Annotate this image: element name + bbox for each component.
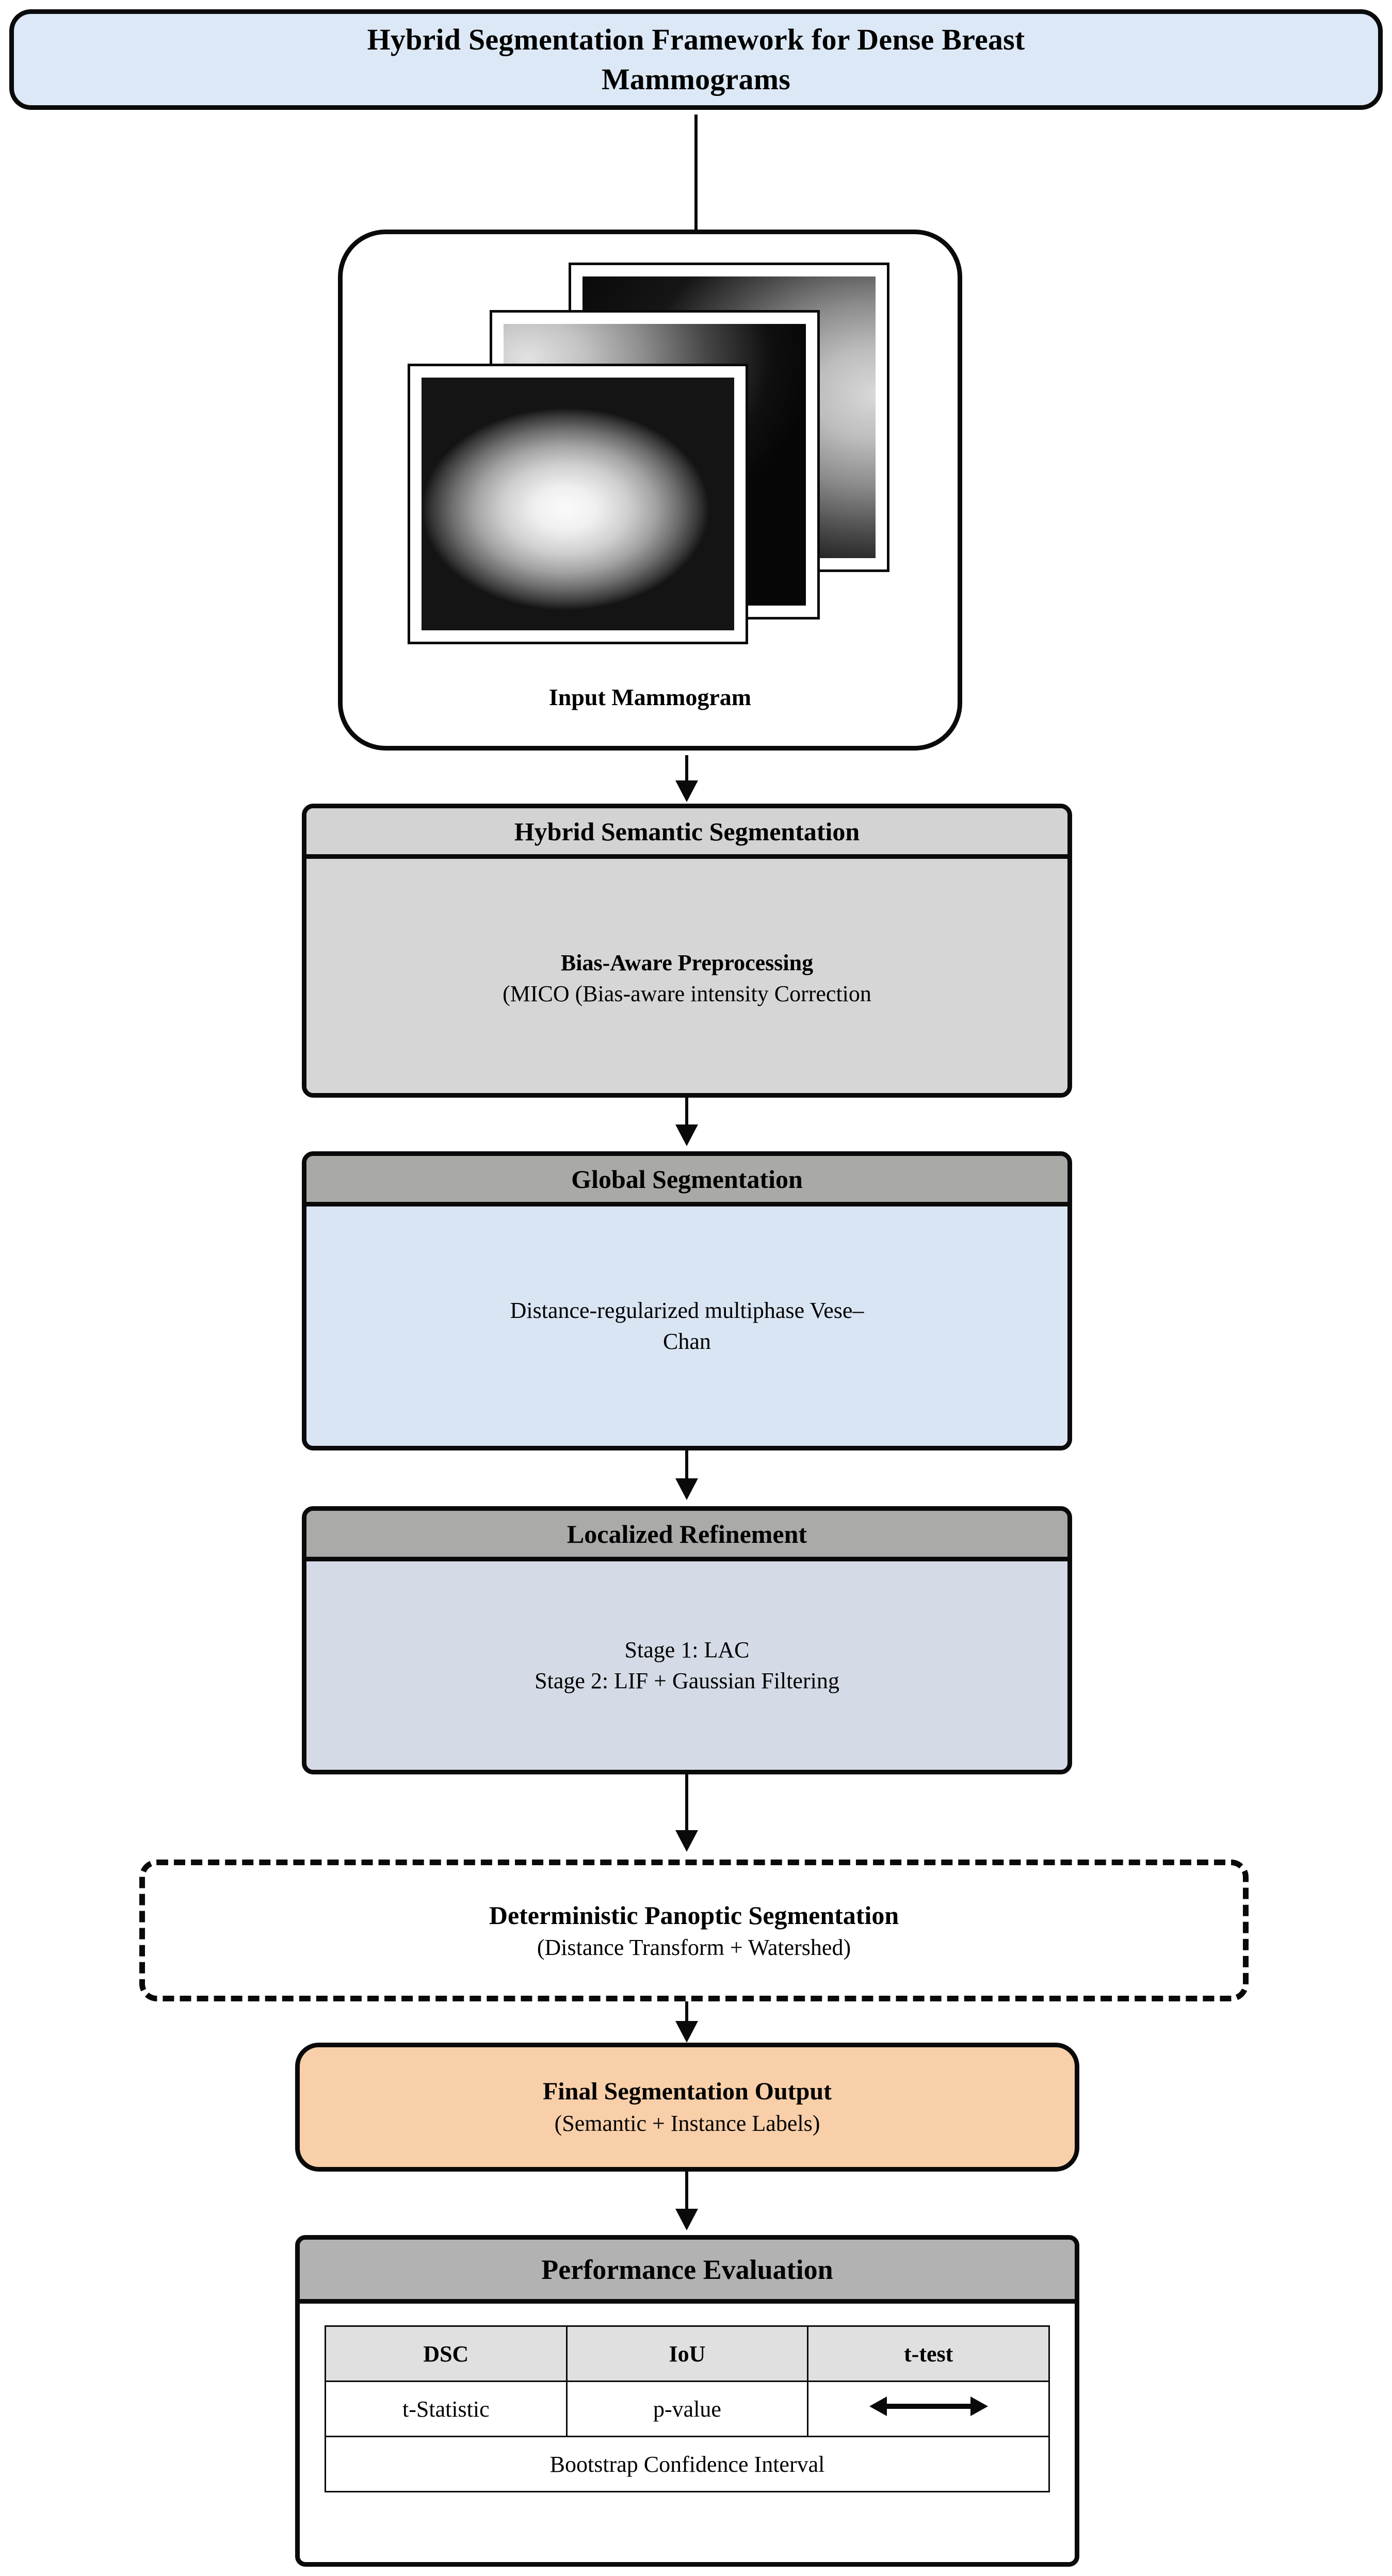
- metrics-cell-t-statistic: t-Statistic: [325, 2381, 568, 2437]
- metrics-col-ttest: t-test: [807, 2325, 1050, 2382]
- arrowhead-input-to-hss: [675, 780, 698, 802]
- mammogram-image-1: [422, 378, 734, 630]
- deterministic-panoptic-segmentation-box: Deterministic Panoptic Segmentation (Dis…: [139, 1860, 1249, 2001]
- page-title-box: Hybrid Segmentation Framework for Dense …: [9, 9, 1383, 110]
- stage-global-body-line1: Distance-regularized multiphase Vese–: [510, 1298, 864, 1324]
- stage-hss-body-text: (MICO (Bias-aware intensity Correction: [503, 981, 871, 1006]
- arrowhead-global-to-local: [675, 1478, 698, 1500]
- mammogram-sheet-front: [408, 364, 748, 644]
- stage-local-body: Stage 1: LAC Stage 2: LIF + Gaussian Fil…: [306, 1561, 1067, 1770]
- arrowhead-local-to-panoptic: [675, 1830, 698, 1852]
- connector-final-to-performance: [685, 2172, 688, 2209]
- metrics-cell-range: [807, 2381, 1050, 2437]
- connector-global-to-local: [685, 1450, 688, 1480]
- stage-global-header: Global Segmentation: [306, 1156, 1067, 1207]
- stage-hss-header: Hybrid Semantic Segmentation: [306, 808, 1067, 859]
- input-mammogram-label: Input Mammogram: [548, 684, 752, 710]
- arrowhead-panoptic-to-final: [675, 2021, 698, 2043]
- stage-global-body: Distance-regularized multiphase Vese– Ch…: [306, 1207, 1067, 1446]
- page-title-line1: Hybrid Segmentation Framework for Dense …: [367, 22, 1025, 56]
- metrics-col-iou: IoU: [565, 2325, 809, 2382]
- connector-local-to-panoptic: [685, 1774, 688, 1831]
- stage-hss-body: Bias-Aware Preprocessing (MICO (Bias-awa…: [306, 859, 1067, 1093]
- connector-panoptic-to-final: [685, 2001, 688, 2027]
- connector-title-to-input: [694, 115, 698, 231]
- connector-hss-to-global: [685, 1098, 688, 1127]
- performance-evaluation-body: DSC IoU t-test t-Statistic p-value: [300, 2304, 1075, 2492]
- input-mammogram-box: Input Mammogram: [338, 230, 962, 751]
- final-output-subtitle: (Semantic + Instance Labels): [554, 2110, 820, 2136]
- page-title-line2: Mammograms: [601, 62, 790, 96]
- page-title: Hybrid Segmentation Framework for Dense …: [305, 20, 1087, 99]
- final-output-title: Final Segmentation Output: [542, 2078, 832, 2106]
- arrowhead-hss-to-global: [675, 1124, 698, 1146]
- connector-input-to-hss: [685, 755, 688, 784]
- metrics-col-dsc: DSC: [325, 2325, 568, 2382]
- stage-hybrid-semantic-segmentation: Hybrid Semantic Segmentation Bias-Aware …: [302, 804, 1072, 1098]
- performance-evaluation-header: Performance Evaluation: [300, 2240, 1075, 2304]
- metrics-cell-p-value: p-value: [565, 2381, 809, 2437]
- stage-local-header: Localized Refinement: [306, 1511, 1067, 1561]
- stage-local-body-line2: Stage 2: LIF + Gaussian Filtering: [535, 1668, 839, 1693]
- metrics-table-footer-row: Bootstrap Confidence Interval: [325, 2436, 1050, 2492]
- double-arrow-icon: [808, 2394, 1048, 2418]
- stage-local-body-line1: Stage 1: LAC: [624, 1637, 750, 1663]
- performance-evaluation-box: Performance Evaluation DSC IoU t-test t-…: [295, 2235, 1079, 2567]
- stage-global-body-line2: Chan: [663, 1329, 711, 1354]
- metrics-table-row: t-Statistic p-value: [325, 2381, 1050, 2437]
- stage-global-segmentation: Global Segmentation Distance-regularized…: [302, 1151, 1072, 1450]
- metrics-table: DSC IoU t-test t-Statistic p-value: [325, 2325, 1050, 2492]
- arrowhead-final-to-performance: [675, 2209, 698, 2230]
- metrics-table-header-row: DSC IoU t-test: [325, 2325, 1050, 2382]
- panoptic-subtitle: (Distance Transform + Watershed): [537, 1934, 851, 1960]
- panoptic-title: Deterministic Panoptic Segmentation: [489, 1900, 899, 1930]
- metrics-cell-bootstrap-ci: Bootstrap Confidence Interval: [325, 2436, 1050, 2492]
- stage-hss-body-bold: Bias-Aware Preprocessing: [560, 950, 814, 976]
- stage-localized-refinement: Localized Refinement Stage 1: LAC Stage …: [302, 1506, 1072, 1774]
- mammogram-image-stack: [404, 263, 900, 644]
- final-segmentation-output-box: Final Segmentation Output (Semantic + In…: [295, 2043, 1079, 2172]
